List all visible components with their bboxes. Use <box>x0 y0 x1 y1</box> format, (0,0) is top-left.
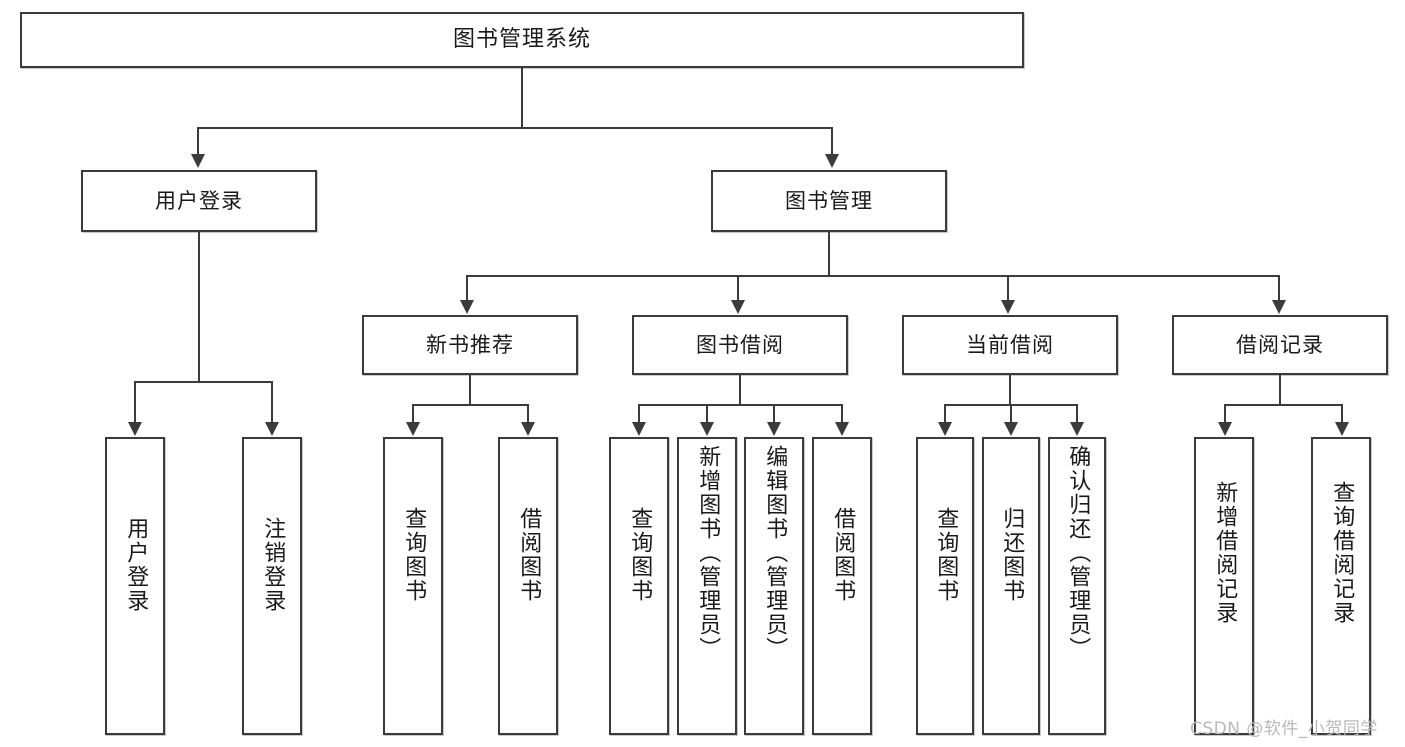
node-label: 编辑图书（管理员） <box>762 445 788 661</box>
arrowhead-leaf-query-book-2 <box>632 422 646 436</box>
connector-user-login-drop-2 <box>271 381 273 423</box>
node-label: 图书管理 <box>785 188 873 213</box>
leaf-borrow-book-1[interactable]: 借阅图书 <box>498 437 558 735</box>
connector-bb-drop-1 <box>638 404 640 423</box>
arrowhead-leaf-add-record <box>1218 422 1232 436</box>
connector-new-book-recommend-bus <box>412 404 528 406</box>
connector-user-login-stem <box>198 232 200 382</box>
node-book-management[interactable]: 图书管理 <box>711 170 947 232</box>
arrowhead-current-borrow <box>1001 300 1015 314</box>
node-label: 借阅图书 <box>516 507 542 603</box>
connector-user-login-drop-1 <box>134 381 136 423</box>
leaf-query-book-1[interactable]: 查询图书 <box>383 437 443 735</box>
node-label: 确认归还（管理员） <box>1065 445 1091 661</box>
leaf-add-book[interactable]: 新增图书（管理员） <box>677 437 737 735</box>
node-book-management-system[interactable]: 图书管理系统 <box>20 12 1024 68</box>
connector-root-bus <box>197 127 833 129</box>
leaf-query-book-2[interactable]: 查询图书 <box>609 437 669 735</box>
arrowhead-borrow-record <box>1272 300 1286 314</box>
connector-cb-drop-1 <box>944 404 946 423</box>
connector-root-to-book-management <box>831 127 833 155</box>
arrowhead-leaf-return-book <box>1004 422 1018 436</box>
connector-new-book-recommend-stem <box>469 375 471 405</box>
connector-user-login-bus <box>134 381 272 383</box>
node-label: 新增借阅记录 <box>1212 481 1238 625</box>
connector-book-borrow-bus <box>638 404 842 406</box>
connector-borrow-record-bus <box>1224 404 1342 406</box>
leaf-confirm-return[interactable]: 确认归还（管理员） <box>1048 437 1106 735</box>
node-label: 图书借阅 <box>696 332 784 357</box>
node-label: 用户登录 <box>155 188 243 213</box>
arrowhead-leaf-query-book-3 <box>938 422 952 436</box>
node-borrow-record[interactable]: 借阅记录 <box>1172 315 1388 375</box>
connector-drop-current-borrow <box>1007 275 1009 301</box>
connector-drop-new-book-recommend <box>466 275 468 301</box>
leaf-query-book-3[interactable]: 查询图书 <box>916 437 974 735</box>
connector-cb-drop-2 <box>1010 404 1012 423</box>
leaf-return-book[interactable]: 归还图书 <box>982 437 1040 735</box>
node-label: 新书推荐 <box>426 332 514 357</box>
node-label: 查询借阅记录 <box>1329 481 1355 625</box>
leaf-logout-login[interactable]: 注销登录 <box>242 437 302 735</box>
arrowhead-leaf-edit-book <box>767 422 781 436</box>
leaf-borrow-book-2[interactable]: 借阅图书 <box>812 437 872 735</box>
leaf-edit-book[interactable]: 编辑图书（管理员） <box>744 437 804 735</box>
node-book-borrow[interactable]: 图书借阅 <box>632 315 848 375</box>
connector-drop-borrow-record <box>1278 275 1280 301</box>
arrowhead-leaf-confirm-return <box>1070 422 1084 436</box>
connector-bb-drop-3 <box>773 404 775 423</box>
node-label: 查询图书 <box>401 507 427 603</box>
node-label: 归还图书 <box>999 507 1025 603</box>
leaf-add-record[interactable]: 新增借阅记录 <box>1194 437 1254 735</box>
leaf-query-record[interactable]: 查询借阅记录 <box>1311 437 1371 735</box>
connector-root-to-user-login <box>197 127 199 155</box>
node-label: 查询图书 <box>933 507 959 603</box>
node-label: 当前借阅 <box>966 332 1054 357</box>
node-label: 注销登录 <box>260 517 286 613</box>
node-label: 借阅记录 <box>1236 332 1324 357</box>
connector-br-drop-1 <box>1224 404 1226 423</box>
arrowhead-leaf-borrow-book-2 <box>835 422 849 436</box>
connector-nbr-drop-2 <box>527 404 529 423</box>
arrowhead-user-login <box>191 154 205 168</box>
connector-current-borrow-stem <box>1009 375 1011 405</box>
node-label: 查询图书 <box>627 507 653 603</box>
connector-bb-drop-4 <box>841 404 843 423</box>
connector-book-management-stem <box>828 232 830 276</box>
node-label: 图书管理系统 <box>452 27 591 53</box>
connector-borrow-record-stem <box>1279 375 1281 405</box>
node-current-borrow[interactable]: 当前借阅 <box>902 315 1118 375</box>
connector-root-stem <box>521 68 523 128</box>
arrowhead-book-management <box>825 154 839 168</box>
connector-drop-book-borrow <box>737 275 739 301</box>
node-label: 用户登录 <box>123 517 149 613</box>
node-label: 借阅图书 <box>830 507 856 603</box>
arrowhead-leaf-borrow-book-1 <box>521 422 535 436</box>
arrowhead-book-borrow <box>731 300 745 314</box>
arrowhead-leaf-query-record <box>1335 422 1349 436</box>
connector-nbr-drop-1 <box>412 404 414 423</box>
connector-cb-drop-3 <box>1076 404 1078 423</box>
connector-br-drop-2 <box>1341 404 1343 423</box>
arrowhead-leaf-user-login <box>128 422 142 436</box>
leaf-user-login[interactable]: 用户登录 <box>105 437 165 735</box>
connector-level3-bus <box>466 275 1280 277</box>
arrowhead-leaf-logout-login <box>265 422 279 436</box>
arrowhead-leaf-query-book-1 <box>406 422 420 436</box>
arrowhead-leaf-add-book <box>700 422 714 436</box>
node-new-book-recommend[interactable]: 新书推荐 <box>362 315 578 375</box>
connector-bb-drop-2 <box>706 404 708 423</box>
connector-book-borrow-stem <box>739 375 741 405</box>
arrowhead-new-book-recommend <box>460 300 474 314</box>
node-user-login[interactable]: 用户登录 <box>81 170 317 232</box>
node-label: 新增图书（管理员） <box>695 445 721 661</box>
